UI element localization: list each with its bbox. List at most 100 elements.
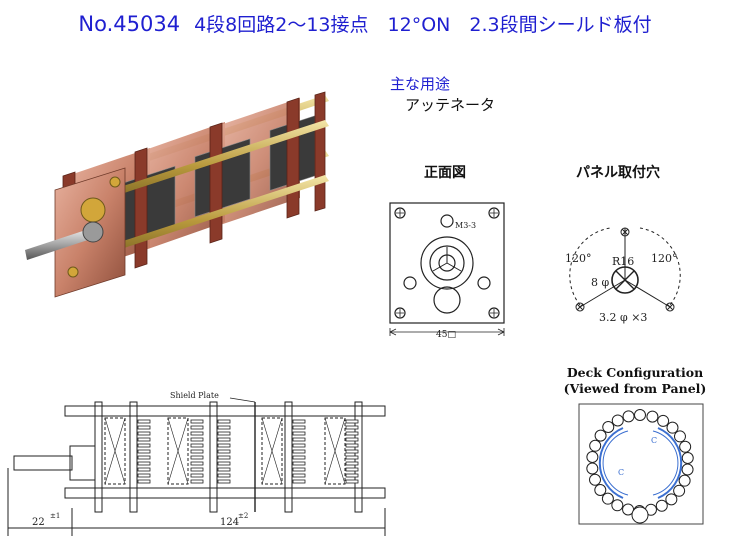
contact-pad (594, 429, 607, 442)
solder-lug (190, 467, 204, 472)
model-number: No.45034 (78, 12, 181, 36)
solder-lug (217, 449, 231, 454)
contact-pad (622, 410, 635, 423)
solder-lug (345, 443, 359, 448)
solder-lug (292, 455, 306, 460)
usage-heading: 主な用途 (390, 75, 451, 93)
contact-pad (602, 420, 615, 433)
shield-plate-label: Shield Plate (170, 391, 219, 400)
solder-lug (345, 479, 359, 484)
solder-lug (345, 425, 359, 430)
panel-holes-caption: パネル取付穴 (576, 165, 660, 181)
contact-pad (681, 463, 694, 476)
contact-pad (673, 484, 686, 497)
body-tolerance-label: ±2 (238, 512, 248, 520)
solder-lug (292, 467, 306, 472)
solder-lug (190, 431, 204, 436)
shaft (25, 227, 97, 260)
center-hole-label: 8 φ (591, 276, 609, 289)
solder-lug (292, 431, 306, 436)
solder-lug (345, 473, 359, 478)
solder-lug (292, 443, 306, 448)
solder-lug (217, 467, 231, 472)
screw-label: M3-3 (455, 221, 476, 230)
solder-lug (217, 419, 231, 424)
deck-config-caption: Deck Configuration (Viewed from Panel) (540, 365, 730, 397)
model-spec: 4段8回路2～13接点 12°ON 2.3段間シールド板付 (194, 14, 652, 36)
product-photo (25, 91, 329, 298)
solder-lug (137, 425, 151, 430)
solder-lug (190, 425, 204, 430)
contact-pad (681, 451, 694, 464)
solder-lug (137, 449, 151, 454)
solder-lug (137, 431, 151, 436)
solder-lug (137, 473, 151, 478)
solder-lug (292, 437, 306, 442)
contact-pad (678, 474, 691, 487)
deck-config-drawing: C C (578, 403, 704, 525)
side-view-drawing: Shield Plate 22 ±1 124 ±2 (7, 391, 386, 536)
deck-caption-line1: Deck Configuration (566, 365, 704, 380)
solder-lug (190, 479, 204, 484)
solder-lug (292, 479, 306, 484)
contact-pad (594, 483, 607, 496)
solder-lug (137, 461, 151, 466)
solder-lug (217, 425, 231, 430)
solder-lug (190, 473, 204, 478)
contact-pad (611, 414, 624, 427)
contact-pad (586, 462, 599, 475)
solder-lug (217, 443, 231, 448)
solder-lug (137, 467, 151, 472)
mount-holes-label: 3.2 φ ×3 (599, 311, 647, 324)
solder-lug (292, 425, 306, 430)
solder-lug (217, 431, 231, 436)
contact-pad (634, 409, 646, 421)
solder-lug (345, 437, 359, 442)
solder-lug (345, 419, 359, 424)
solder-lug (190, 449, 204, 454)
solder-lug (137, 455, 151, 460)
front-view-caption: 正面図 (424, 165, 466, 181)
solder-lug (345, 455, 359, 460)
solder-lug (137, 437, 151, 442)
page-title: No.45034 4段8回路2～13接点 12°ON 2.3段間シールド板付 (0, 10, 730, 37)
contact-pad (665, 493, 678, 506)
panel-holes-drawing: 120° 120° R16 8 φ 3.2 φ ×3 (565, 227, 681, 324)
solder-lug (292, 419, 306, 424)
solder-lug (217, 473, 231, 478)
solder-lug (292, 461, 306, 466)
angle-left-label: 120° (565, 252, 592, 265)
solder-lug (137, 443, 151, 448)
solder-lug (190, 443, 204, 448)
contact-pad (666, 421, 679, 434)
contact-pad (589, 473, 602, 486)
solder-lug (217, 455, 231, 460)
solder-lug (292, 473, 306, 478)
solder-lug (345, 467, 359, 472)
contact-pad (646, 410, 659, 423)
solder-lug (137, 419, 151, 424)
radius-label: R16 (612, 255, 634, 268)
solder-lug (217, 437, 231, 442)
body-length-label: 124 (220, 517, 239, 528)
contact-pad (589, 439, 602, 452)
shaft-tolerance-label: ±1 (50, 512, 60, 520)
solder-lug (190, 419, 204, 424)
contact-label: C (618, 468, 624, 477)
solder-lug (292, 449, 306, 454)
width-label: 45□ (436, 330, 456, 340)
contact-pad (611, 499, 624, 512)
deck-caption-line2: (Viewed from Panel) (563, 381, 707, 396)
angle-right-label: 120° (651, 252, 678, 265)
shaft-length-label: 22 (32, 517, 45, 528)
solder-lug (345, 431, 359, 436)
usage-value: アッテネータ (405, 96, 496, 114)
contact-pad (673, 430, 686, 443)
solder-lug (217, 461, 231, 466)
contact-label: C (651, 436, 657, 445)
solder-lug (217, 479, 231, 484)
front-view-drawing: M3-3 45□ (389, 202, 505, 340)
solder-lug (137, 479, 151, 484)
solder-lug (345, 449, 359, 454)
solder-lug (345, 461, 359, 466)
